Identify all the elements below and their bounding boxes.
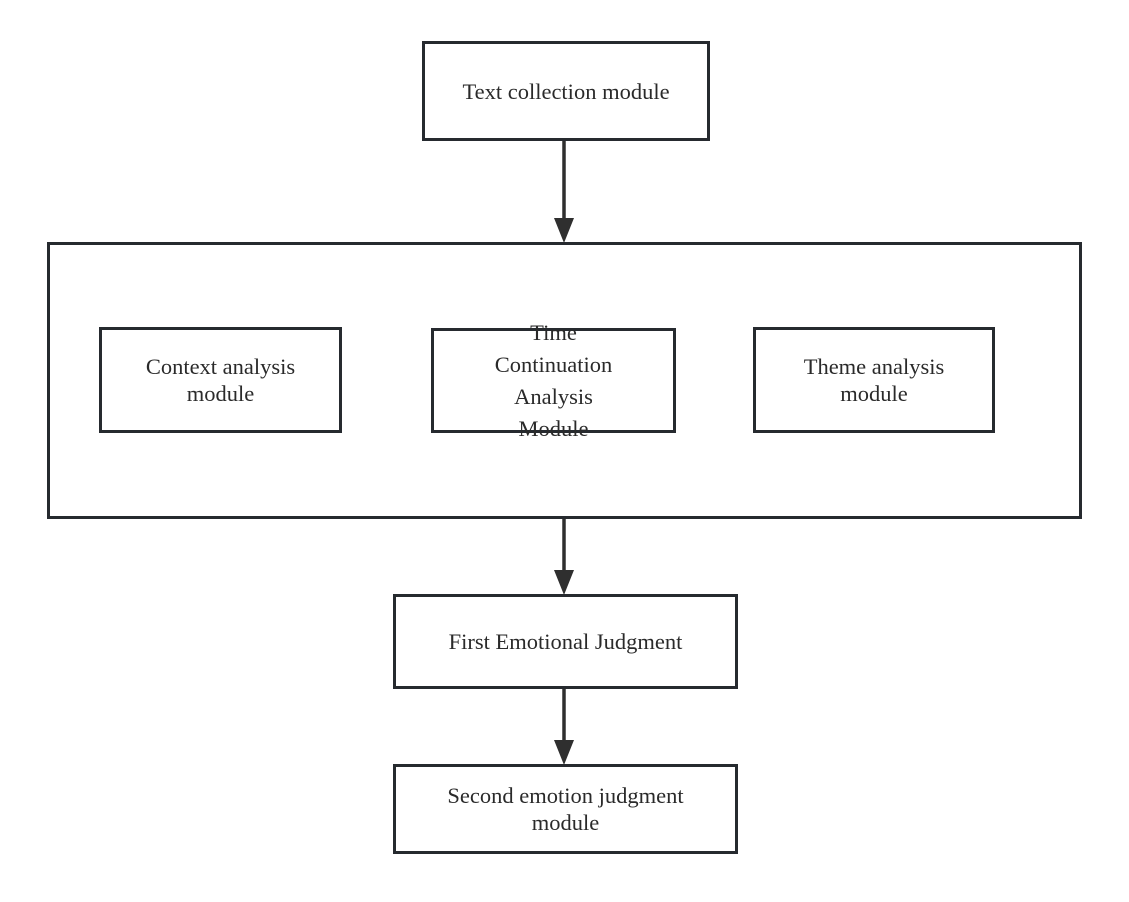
time-continuation-analysis-module: Time Continuation Analysis Module (431, 320, 676, 441)
first-emotional-judgment-module: First Emotional Judgment (393, 594, 738, 689)
node-label: Text collection module (462, 78, 670, 104)
text-collection-module: Text collection module (422, 41, 710, 141)
arrowhead-1 (554, 218, 574, 243)
theme-analysis-module: Theme analysis module (753, 327, 995, 433)
arrowhead-2 (554, 570, 574, 595)
arrowhead-3 (554, 740, 574, 765)
node-label: Time Continuation Analysis Module (494, 319, 613, 441)
node-label: First Emotional Judgment (448, 629, 683, 654)
context-analysis-module: Context analysis module (99, 327, 342, 433)
second-emotion-judgment-module: Second emotion judgment module (393, 764, 738, 854)
node-label: Context analysis module (145, 354, 296, 406)
node-label: Second emotion judgment module (447, 783, 684, 835)
node-label: Theme analysis module (803, 354, 945, 406)
